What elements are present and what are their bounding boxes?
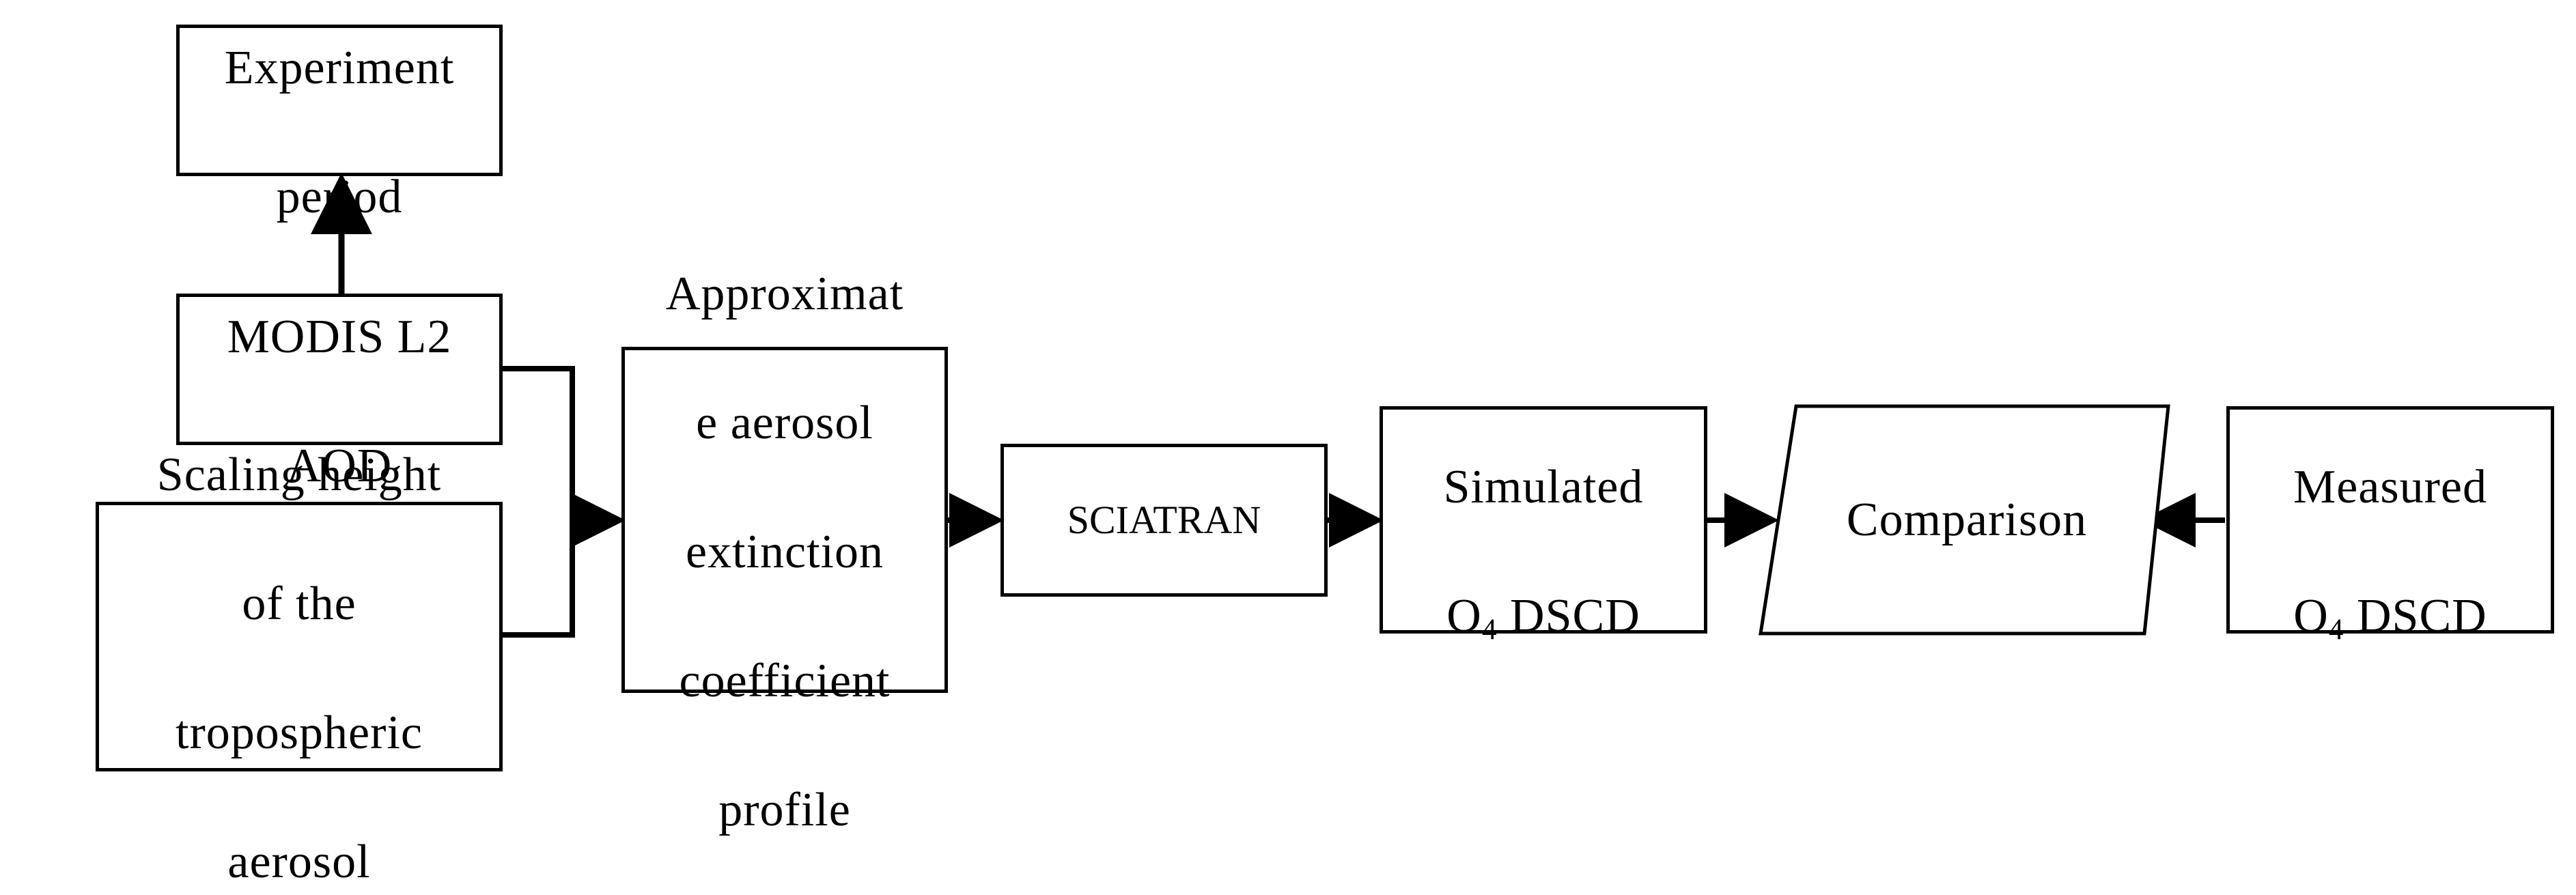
experiment-period-line-1: Experiment (224, 41, 455, 94)
profile-line-1: Approximat (665, 267, 904, 320)
scaling-line-2: of the (242, 578, 356, 630)
modis-line-1: MODIS L2 (227, 310, 452, 363)
measured-subscript: 4 (2328, 612, 2344, 646)
simulated-o-prefix: O (1446, 590, 1482, 642)
node-sciatran: SCIATRAN (1000, 444, 1328, 597)
measured-suffix: DSCD (2344, 590, 2487, 642)
measured-line-1: Measured (2293, 461, 2487, 513)
modis-line-2: AOD (286, 439, 393, 492)
profile-line-3: extinction (686, 525, 884, 578)
sciatran-label: SCIATRAN (1067, 497, 1261, 542)
node-experiment-period: Experiment period (176, 25, 503, 223)
connector-layer (311, 173, 2225, 638)
measured-o-prefix: O (2293, 590, 2329, 642)
scaling-line-1: Scaling height (156, 449, 442, 501)
scaling-line-3: tropospheric (176, 707, 423, 759)
node-scaling-height: Scaling height of the tropospheric aeros… (96, 449, 503, 888)
profile-line-5: profile (718, 783, 851, 836)
comparison-shape (1759, 404, 2170, 636)
comparison-label: Comparison (1846, 493, 2088, 546)
experiment-period-line-2: period (276, 170, 403, 223)
profile-line-4: coefficient (679, 654, 891, 707)
node-modis-aod: MODIS L2 AOD (176, 294, 503, 492)
bracket-inputs (503, 366, 575, 638)
simulated-suffix: DSCD (1497, 590, 1640, 642)
node-comparison: Comparison (1776, 406, 2158, 634)
simulated-subscript: 4 (1481, 612, 1498, 646)
scaling-line-4: aerosol (227, 836, 371, 888)
node-aerosol-profile: Approximat e aerosol extinction coeffici… (621, 268, 948, 836)
node-simulated-o4-dscd: Simulated O4 DSCD (1380, 406, 1707, 644)
node-measured-o4-dscd: Measured O4 DSCD (2226, 406, 2554, 644)
profile-line-2: e aerosol (696, 396, 873, 449)
simulated-line-1: Simulated (1443, 461, 1644, 513)
